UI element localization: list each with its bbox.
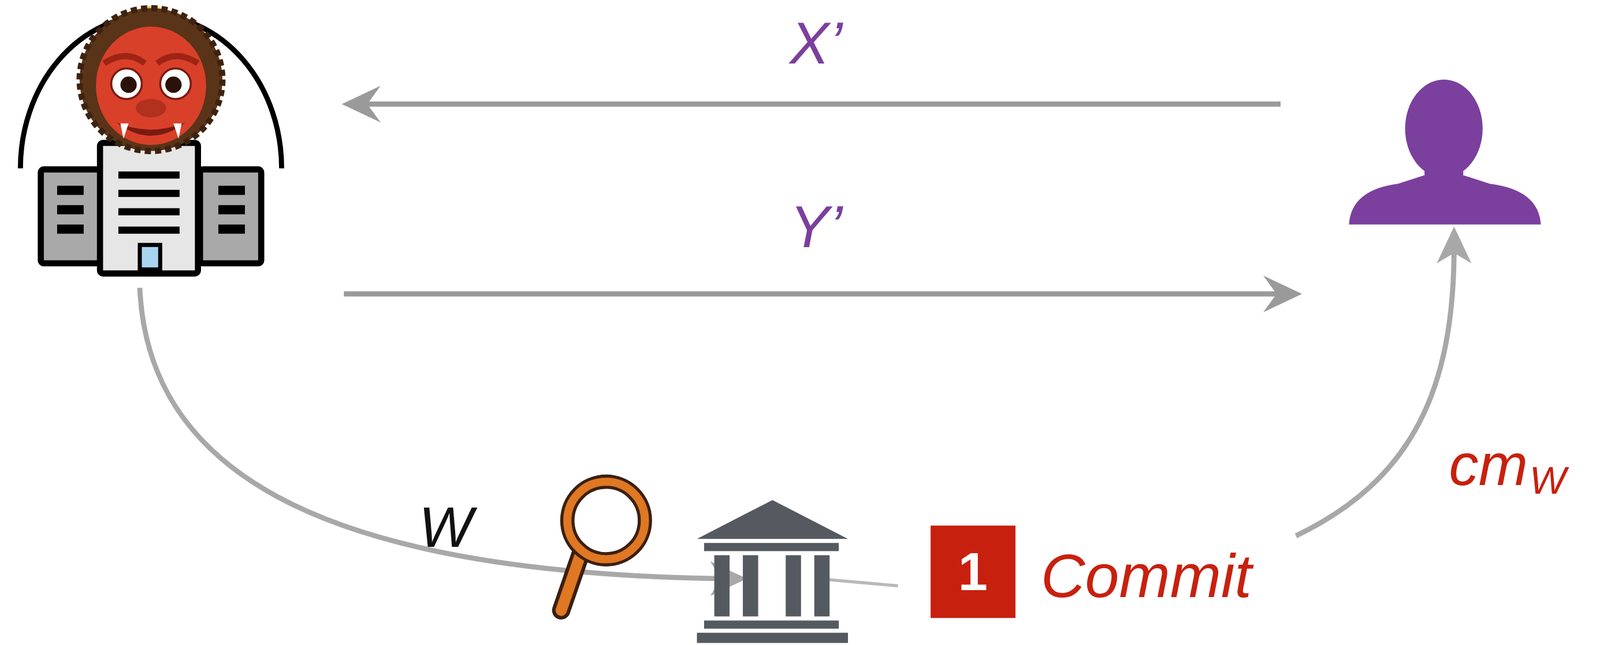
bank-step <box>697 633 848 644</box>
magnifier-rim <box>567 481 645 560</box>
mask-eye <box>111 68 143 99</box>
magnifier-handle <box>561 551 582 611</box>
curved-arrow <box>139 287 747 597</box>
building-wing <box>41 169 103 264</box>
arrow-line <box>359 101 1281 107</box>
magnifier-rim-outline <box>567 481 645 560</box>
window <box>118 190 180 197</box>
person-shoulders <box>1348 175 1541 225</box>
window <box>118 171 180 179</box>
witness-label: W <box>418 499 473 557</box>
step-label: Commit <box>1040 546 1252 608</box>
step-number-box: 1 <box>930 525 1016 618</box>
mask-pupil <box>165 76 182 93</box>
oni-mask <box>79 6 223 152</box>
window <box>57 205 84 215</box>
window <box>57 185 84 196</box>
building-door <box>139 244 160 270</box>
arrow-head <box>1263 275 1302 313</box>
person-icon <box>1348 79 1541 225</box>
mask-hair <box>79 8 223 151</box>
bank-column <box>742 555 758 617</box>
magnifier-icon <box>561 481 646 611</box>
bank-column <box>785 555 801 617</box>
window <box>218 185 245 196</box>
message-label: Y’ <box>789 196 843 257</box>
bank-beam <box>704 542 839 552</box>
person-head <box>1405 79 1483 178</box>
mask-brow <box>103 56 199 63</box>
message-arrow <box>341 85 1281 123</box>
bank-roof <box>697 500 848 539</box>
window <box>118 226 180 234</box>
window <box>218 205 245 215</box>
arrow-line <box>343 291 1284 297</box>
commitment-subscript: W <box>1529 461 1566 501</box>
arrow-head <box>1436 226 1472 264</box>
window <box>218 224 245 234</box>
building-windows <box>57 171 245 234</box>
leader-line <box>828 579 898 587</box>
building-wing <box>199 169 262 264</box>
arrow-head <box>341 85 381 123</box>
arrow-line <box>1296 247 1455 537</box>
mask-eye <box>160 68 191 99</box>
step-number: 1 <box>958 545 988 599</box>
arrow-line <box>139 287 727 579</box>
window <box>57 224 84 234</box>
building-tower <box>99 142 199 274</box>
window <box>118 208 180 216</box>
mask-fang <box>120 123 129 140</box>
mask-nose <box>135 98 167 118</box>
bank-icon <box>697 500 848 643</box>
message-label: X’ <box>789 13 843 73</box>
mask-fang <box>173 123 182 140</box>
bank-step <box>704 620 839 630</box>
mask-face <box>95 26 207 145</box>
bank-column <box>714 555 730 617</box>
bank-column <box>814 555 830 617</box>
commitment-label: cm <box>1449 434 1529 495</box>
building-icon <box>20 6 282 274</box>
message-arrow <box>343 275 1302 313</box>
mask-pupil <box>120 76 137 93</box>
magnifier-handle-outline <box>561 551 582 611</box>
curved-arrow <box>1296 226 1472 537</box>
